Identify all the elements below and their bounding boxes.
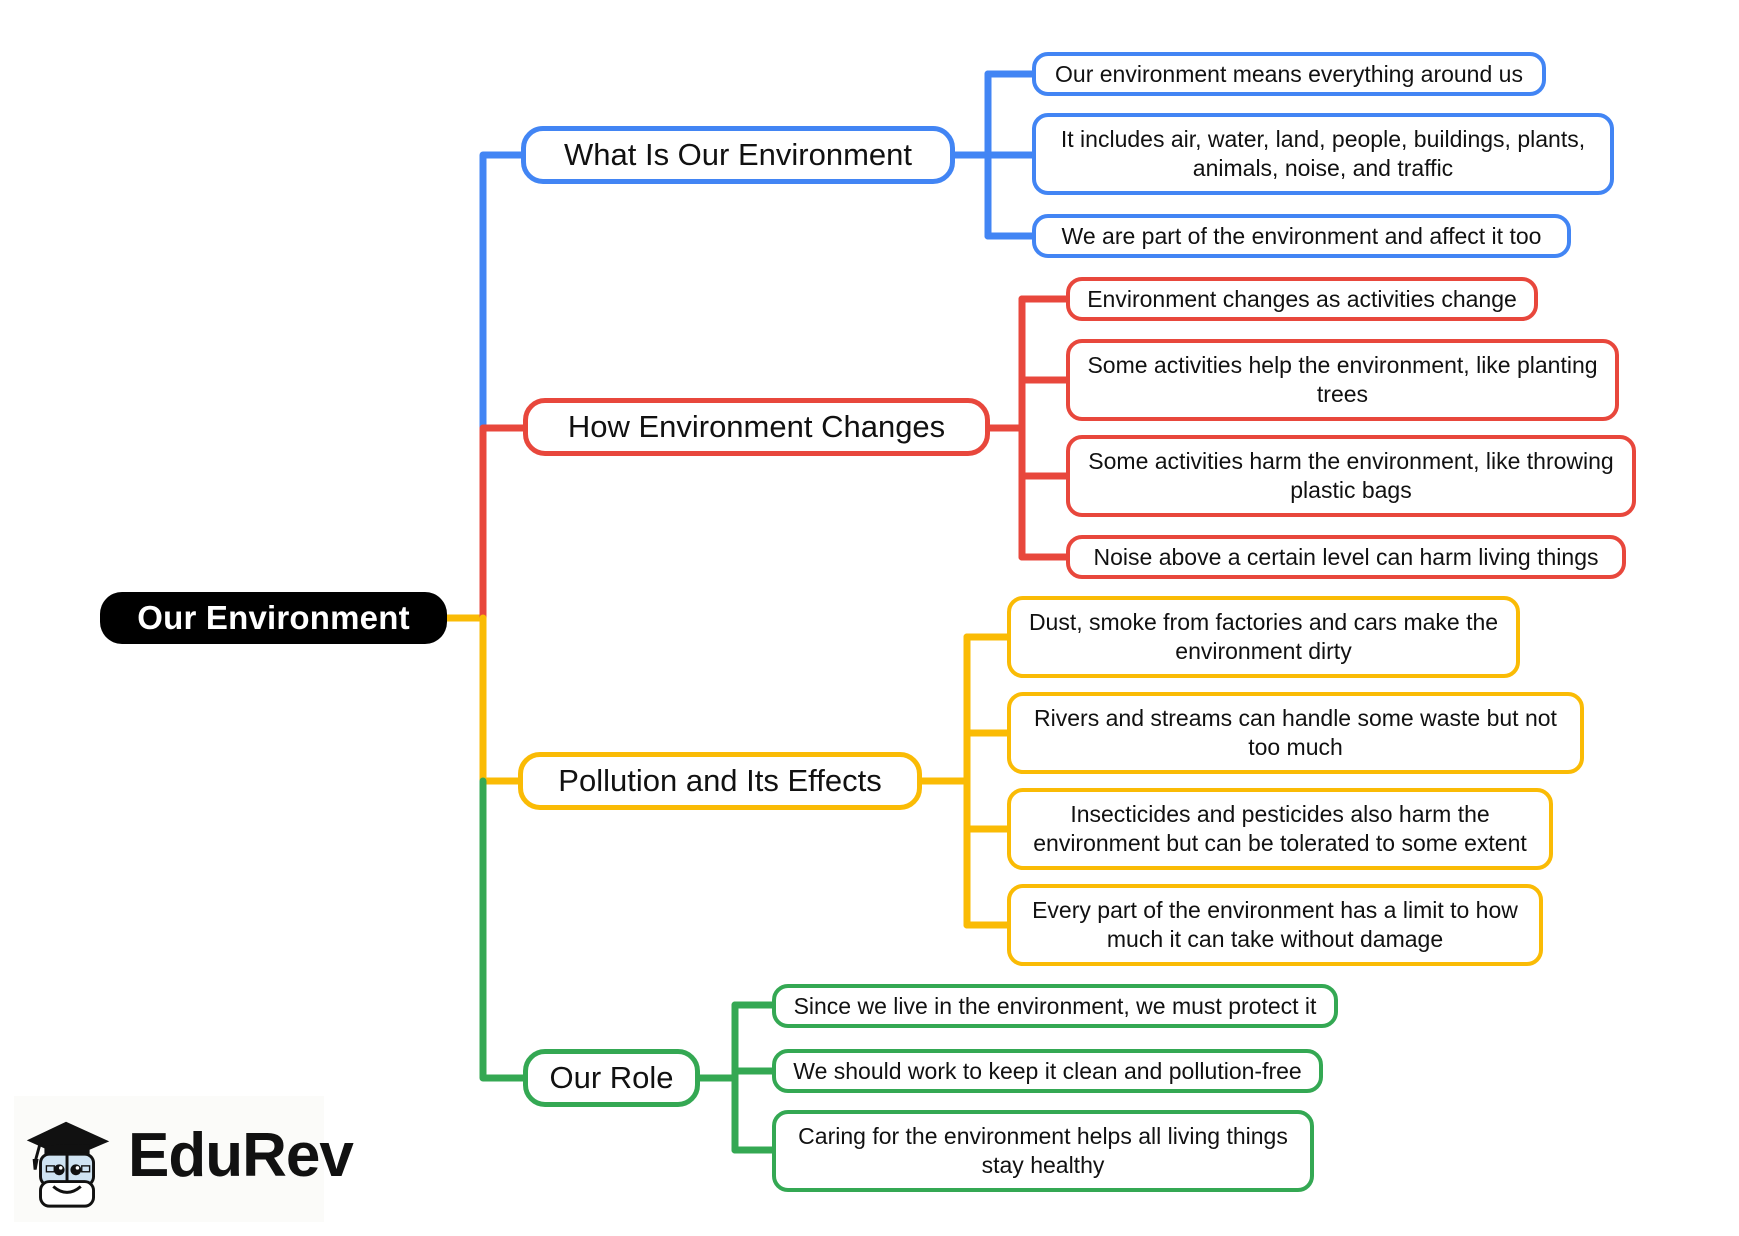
leaf-label: Our environment means everything around … [1055, 60, 1523, 87]
edurev-graduate-book-mascot-icon [26, 1121, 110, 1208]
leaf-node-yellow-3[interactable]: Insecticides and pesticides also harm th… [1007, 788, 1553, 870]
edurev-logo: EduRev [14, 1096, 354, 1222]
branch-node-pollution-and-its-effects[interactable]: Pollution and Its Effects [518, 752, 922, 810]
leaf-label: Rivers and streams can handle some waste… [1034, 705, 1557, 760]
leaf-node-red-2[interactable]: Some activities help the environment, li… [1066, 339, 1619, 421]
leaf-node-red-3[interactable]: Some activities harm the environment, li… [1066, 435, 1636, 517]
leaf-label: Noise above a certain level can harm liv… [1093, 543, 1599, 570]
leaf-node-green-1[interactable]: Since we live in the environment, we mus… [772, 984, 1338, 1028]
leaf-node-yellow-4[interactable]: Every part of the environment has a limi… [1007, 884, 1543, 966]
leaf-node-green-3[interactable]: Caring for the environment helps all liv… [772, 1110, 1314, 1192]
leaf-label: Some activities help the environment, li… [1087, 352, 1598, 407]
leaf-node-green-2[interactable]: We should work to keep it clean and poll… [772, 1049, 1323, 1093]
leaf-label: Insecticides and pesticides also harm th… [1033, 801, 1527, 856]
leaf-label: We are part of the environment and affec… [1061, 222, 1542, 249]
leaf-node-yellow-2[interactable]: Rivers and streams can handle some waste… [1007, 692, 1584, 774]
branch-label: How Environment Changes [567, 408, 946, 444]
leaf-node-red-1[interactable]: Environment changes as activities change [1066, 277, 1538, 321]
branch-node-how-environment-changes[interactable]: How Environment Changes [523, 398, 990, 456]
leaf-node-blue-3[interactable]: We are part of the environment and affec… [1032, 214, 1571, 258]
branch-label: Our Role [549, 1059, 674, 1095]
leaf-node-blue-2[interactable]: It includes air, water, land, people, bu… [1032, 113, 1614, 195]
edurev-wordmark: EduRev [128, 1121, 354, 1190]
leaf-label: It includes air, water, land, people, bu… [1060, 126, 1586, 181]
leaf-node-yellow-1[interactable]: Dust, smoke from factories and cars make… [1007, 596, 1520, 678]
leaf-node-blue-1[interactable]: Our environment means everything around … [1032, 52, 1546, 96]
leaf-label: Dust, smoke from factories and cars make… [1028, 609, 1499, 664]
leaf-node-red-4[interactable]: Noise above a certain level can harm liv… [1066, 535, 1626, 579]
leaf-label: Some activities harm the environment, li… [1088, 448, 1614, 503]
branch-node-what-is-our-environment[interactable]: What Is Our Environment [521, 126, 955, 184]
leaf-label: Caring for the environment helps all liv… [798, 1123, 1288, 1178]
root-node-our-environment[interactable]: Our Environment [100, 592, 447, 644]
leaf-label: Since we live in the environment, we mus… [793, 992, 1317, 1019]
leaf-label: Every part of the environment has a limi… [1032, 897, 1518, 952]
branch-node-our-role[interactable]: Our Role [523, 1049, 700, 1107]
leaf-label: We should work to keep it clean and poll… [793, 1057, 1302, 1084]
leaf-label: Environment changes as activities change [1087, 285, 1517, 312]
root-node-label: Our Environment [137, 598, 410, 636]
branch-label: Pollution and Its Effects [558, 762, 882, 798]
branch-label: What Is Our Environment [563, 136, 912, 172]
